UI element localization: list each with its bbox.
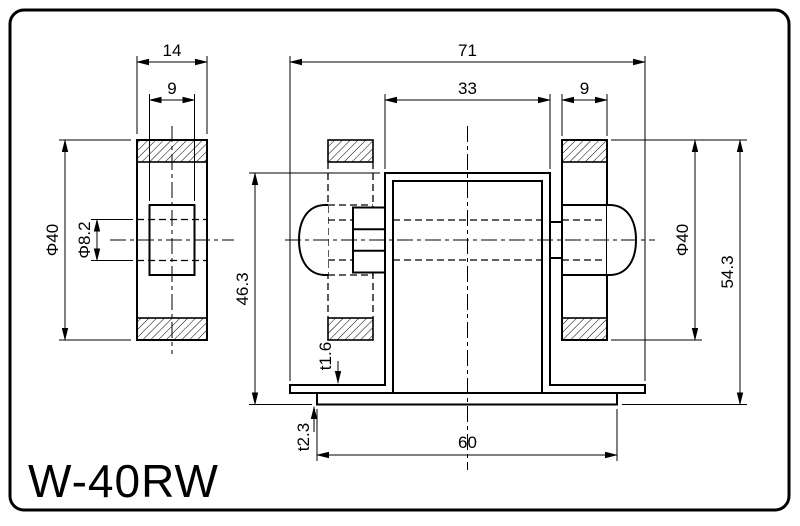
- dim-roller-width-label: 9: [580, 79, 589, 98]
- roller-right-rim-bottom-hatch: [561, 317, 608, 341]
- dim-wheel-diameter: Φ40: [43, 139, 131, 341]
- roller-left-rim-bottom-hatch: [327, 317, 374, 341]
- dim-bore-diameter: Φ8.2: [75, 218, 133, 262]
- dim-base-width: 60: [316, 409, 618, 461]
- roller-right-rim-top-hatch: [561, 139, 608, 163]
- dim-roller-width: 9: [561, 79, 608, 136]
- dim-base-thickness-label: t2.3: [294, 423, 313, 451]
- dim-overall-width-label: 71: [458, 41, 477, 60]
- dim-bracket-width-label: 33: [458, 79, 477, 98]
- dim-hub-width-label: 9: [167, 79, 176, 98]
- left-view: 14 9 Φ40 Φ8.2: [43, 41, 234, 354]
- dim-overall-height-label: 54.3: [718, 255, 737, 288]
- dim-base-width-label: 60: [458, 433, 477, 452]
- dim-bracket-width: 33: [384, 79, 551, 169]
- dim-overall-height: 54.3: [718, 139, 744, 406]
- right-view: 71 33 9 46.3 Φ40: [233, 41, 747, 470]
- dim-hub-width: 9: [148, 79, 196, 201]
- dim-wheel-width: 14: [136, 41, 208, 134]
- roller-left-rim-top-hatch: [327, 139, 374, 163]
- dim-bracket-thickness-label: t1.6: [316, 342, 335, 370]
- bracket-profile: [289, 172, 646, 394]
- dim-bracket-thickness: t1.6: [316, 342, 342, 384]
- part-number-label: W-40RW: [28, 455, 219, 507]
- dim-bore-diameter-label: Φ8.2: [75, 221, 94, 258]
- dim-roller-diameter: Φ40: [673, 139, 699, 341]
- dim-base-thickness: t2.3: [294, 406, 318, 451]
- dim-wheel-width-label: 14: [163, 41, 182, 60]
- dim-roller-diameter-label: Φ40: [673, 224, 692, 256]
- dim-overall-width: 71: [289, 41, 646, 381]
- dim-wheel-diameter-label: Φ40: [43, 224, 62, 256]
- dim-bracket-height-label: 46.3: [233, 272, 252, 305]
- dim-bracket-height: 46.3: [233, 172, 380, 406]
- drawing-border: [8, 8, 791, 512]
